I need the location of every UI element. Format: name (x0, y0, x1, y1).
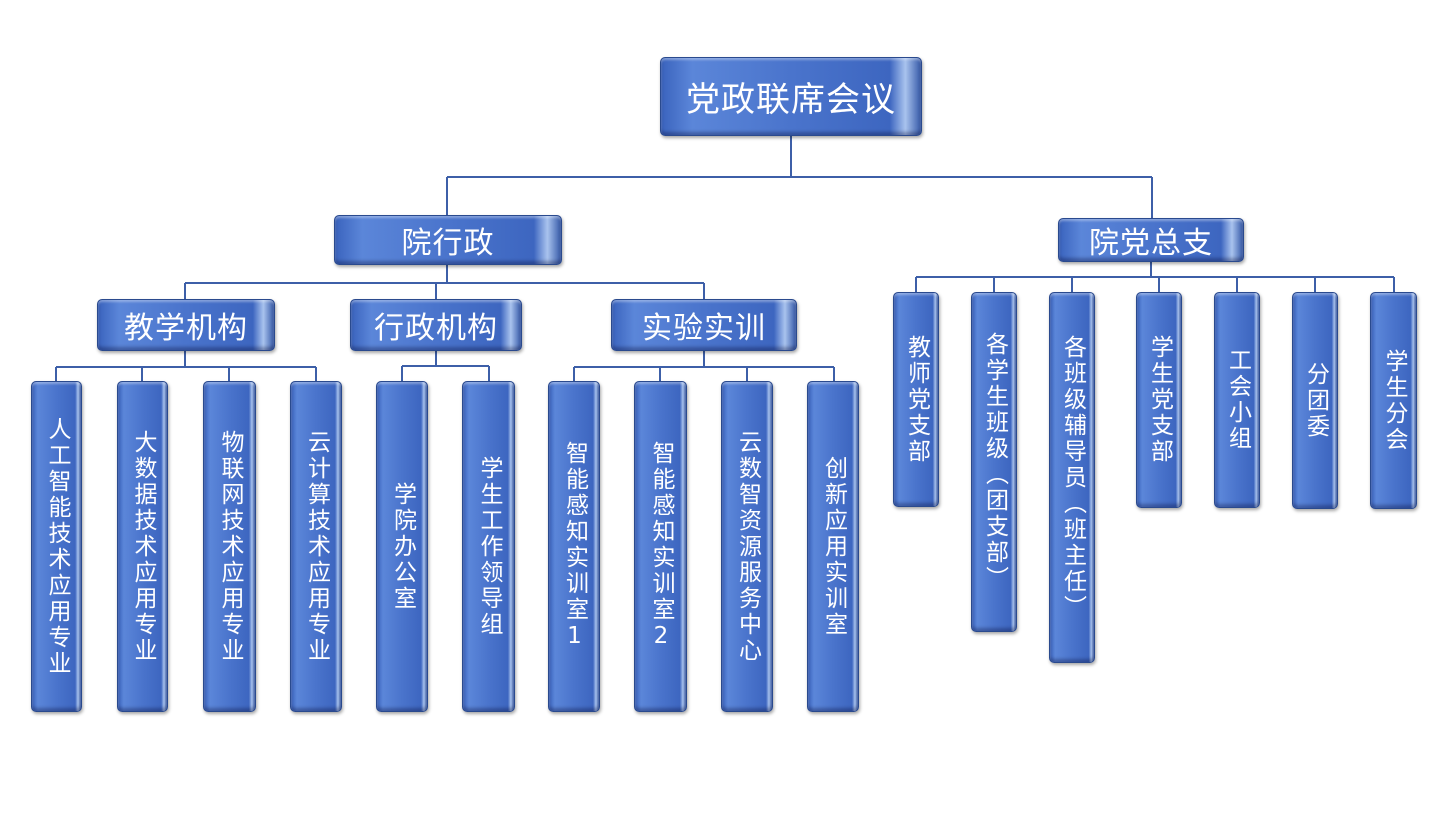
node-administration: 行政机构 (350, 299, 522, 351)
node-teaching: 教学机构 (97, 299, 275, 351)
node-lab-training: 实验实训 (611, 299, 797, 351)
node-leaf: 各学生班级（团支部） (971, 292, 1017, 632)
node-leaf: 智能感知实训室2 (634, 381, 687, 712)
node-party: 院党总支 (1058, 218, 1244, 262)
node-root: 党政联席会议 (660, 57, 922, 136)
node-leaf: 学生分会 (1370, 292, 1417, 509)
node-leaf: 工会小组 (1214, 292, 1260, 508)
node-leaf: 云数智资源服务中心 (721, 381, 773, 712)
node-leaf: 学院办公室 (376, 381, 428, 712)
node-leaf: 学生工作领导组 (462, 381, 515, 712)
node-admin: 院行政 (334, 215, 562, 265)
node-leaf: 各班级辅导员（班主任） (1049, 292, 1095, 663)
node-leaf: 人工智能技术应用专业 (31, 381, 82, 712)
node-leaf: 教师党支部 (893, 292, 939, 507)
node-leaf: 学生党支部 (1136, 292, 1182, 508)
node-leaf: 物联网技术应用专业 (203, 381, 256, 712)
node-leaf: 创新应用实训室 (807, 381, 859, 712)
node-leaf: 大数据技术应用专业 (117, 381, 168, 712)
node-leaf: 分团委 (1292, 292, 1338, 509)
node-leaf: 云计算技术应用专业 (290, 381, 342, 712)
node-leaf: 智能感知实训室1 (548, 381, 600, 712)
